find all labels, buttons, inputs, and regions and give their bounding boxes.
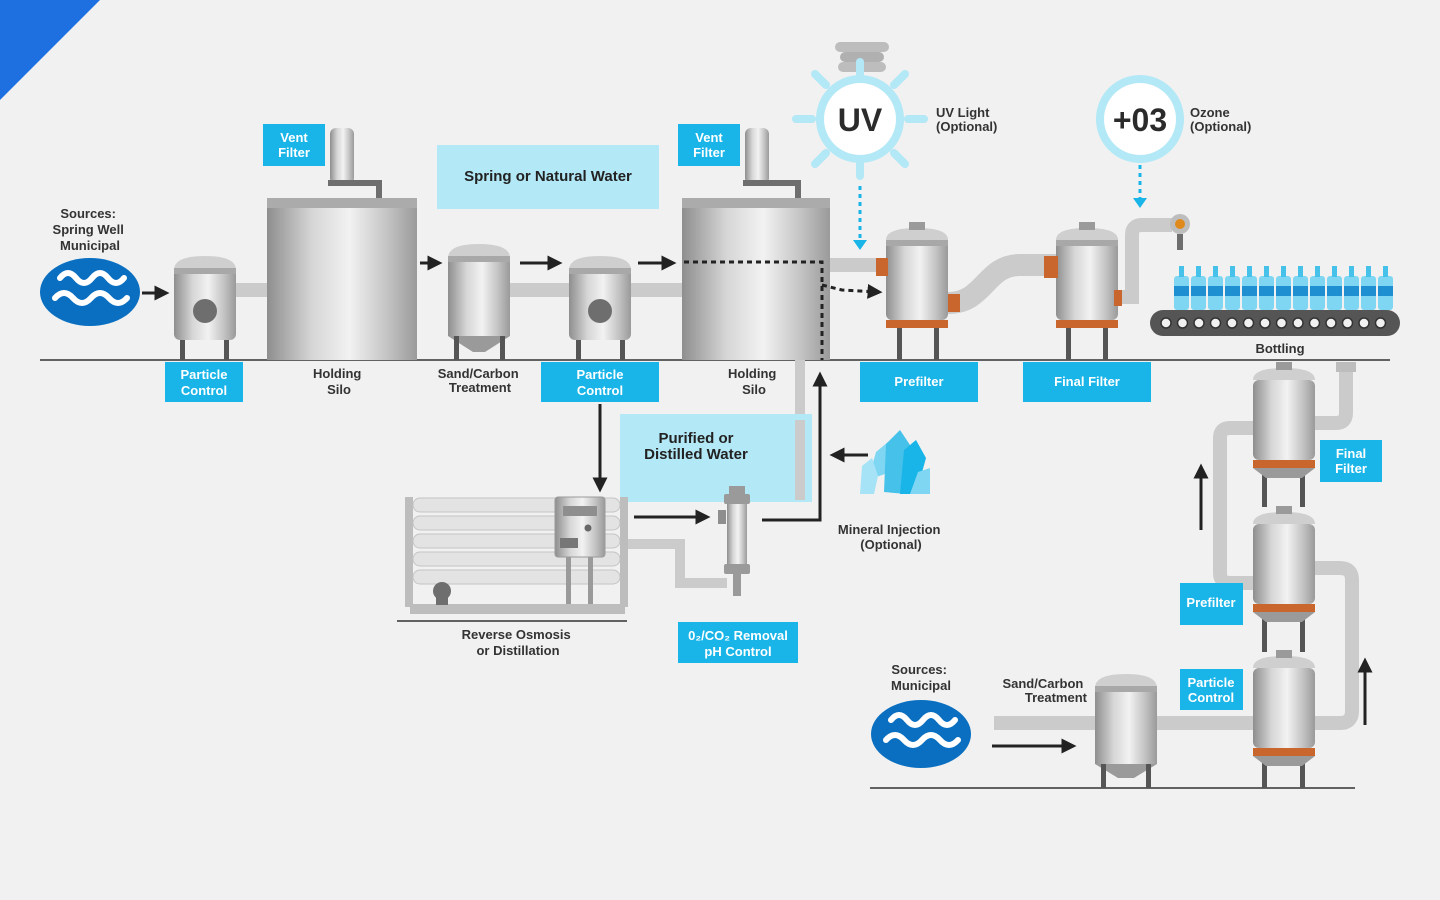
sand-carbon-2-label: Sand/Carbon Treatment bbox=[1002, 676, 1087, 705]
purified-return-pipe bbox=[795, 420, 805, 500]
bottle bbox=[1327, 266, 1342, 310]
prefilter-tank-right bbox=[1253, 506, 1315, 652]
reverse-osmosis-unit bbox=[405, 496, 628, 614]
holding-silo-2-label: Holding Silo bbox=[728, 366, 780, 397]
ozone-note: Ozone (Optional) bbox=[1190, 105, 1251, 134]
conveyor-roller bbox=[1193, 317, 1205, 329]
bottle bbox=[1259, 266, 1274, 310]
ozone-icon bbox=[1096, 75, 1184, 163]
uv-text: UV bbox=[838, 102, 883, 138]
conveyor-roller bbox=[1226, 317, 1238, 329]
flow-arrow-up-silo bbox=[762, 371, 828, 522]
final-filter-tank-right bbox=[1253, 362, 1315, 507]
bottle bbox=[1242, 266, 1257, 310]
prefilter-tag-right: Prefilter bbox=[1180, 583, 1243, 625]
uv-lamp-icon bbox=[792, 42, 928, 180]
sand-carbon-tank-2 bbox=[1095, 674, 1157, 788]
dotted-flow-line bbox=[684, 260, 824, 360]
conveyor-roller bbox=[1275, 317, 1288, 329]
conveyor-roller bbox=[1325, 317, 1337, 329]
conveyor-roller bbox=[1259, 317, 1271, 329]
bottle bbox=[1378, 266, 1393, 310]
bottling-feed-pipe-cap bbox=[1336, 362, 1356, 372]
conveyor-roller bbox=[1292, 317, 1304, 329]
spring-source-icon bbox=[40, 258, 140, 326]
final-filter-tank-top bbox=[1044, 222, 1122, 360]
conveyor-belt bbox=[1150, 310, 1400, 336]
bottle bbox=[1344, 266, 1359, 310]
svg-text:Prefilter: Prefilter bbox=[1186, 595, 1235, 610]
mineral-crystal-icon bbox=[860, 430, 930, 494]
holding-silo-2 bbox=[682, 128, 830, 360]
conveyor-roller bbox=[1341, 317, 1354, 329]
co2-removal-column bbox=[718, 486, 750, 596]
ozone-arrow-head bbox=[1133, 198, 1147, 208]
uv-arrow-head bbox=[853, 240, 867, 250]
holding-silo-1-label: Holding Silo bbox=[313, 366, 365, 397]
dotted-flow-arrow bbox=[821, 283, 883, 299]
reverse-osmosis-label: Reverse Osmosis or Distillation bbox=[462, 627, 575, 658]
bottle bbox=[1293, 266, 1308, 310]
bottle bbox=[1361, 266, 1376, 310]
conveyor-roller bbox=[1242, 317, 1255, 329]
bottles-row bbox=[1174, 266, 1393, 310]
bottle bbox=[1276, 266, 1291, 310]
conveyor-roller bbox=[1374, 317, 1387, 329]
ozone-text: +03 bbox=[1113, 102, 1167, 138]
prefilter-tank-top bbox=[876, 222, 960, 360]
holding-silo-1 bbox=[267, 128, 417, 360]
conveyor-roller bbox=[1176, 317, 1189, 329]
bottle bbox=[1174, 266, 1189, 310]
final-filter-tag-top: Final Filter bbox=[1023, 362, 1151, 402]
conveyor-roller bbox=[1209, 317, 1222, 329]
particle-control-tank-3 bbox=[1253, 650, 1315, 788]
particle-control-tank-2 bbox=[569, 256, 631, 360]
bottling-label: Bottling bbox=[1255, 341, 1304, 356]
municipal-sources-label: Sources: Municipal bbox=[891, 662, 951, 693]
mineral-injection-label: Mineral Injection (Optional) bbox=[838, 522, 944, 552]
svg-text:Prefilter: Prefilter bbox=[894, 374, 943, 389]
spring-sources-label: Sources: Spring Well Municipal bbox=[53, 206, 128, 253]
sand-carbon-tank-1 bbox=[448, 244, 510, 360]
filler-nozzle bbox=[1170, 214, 1190, 250]
bottle bbox=[1191, 266, 1206, 310]
bottle bbox=[1225, 266, 1240, 310]
conveyor-roller bbox=[1358, 317, 1370, 329]
bottle bbox=[1208, 266, 1223, 310]
particle-control-tank-1 bbox=[174, 256, 236, 360]
spring-water-panel: Spring or Natural Water bbox=[437, 145, 659, 209]
corner-accent bbox=[0, 0, 100, 100]
uv-note: UV Light (Optional) bbox=[936, 105, 997, 134]
sand-carbon-1-label: Sand/Carbon Treatment bbox=[438, 366, 523, 395]
conveyor-roller bbox=[1160, 317, 1172, 329]
municipal-source-icon bbox=[871, 700, 971, 768]
prefilter-tag-top: Prefilter bbox=[860, 362, 978, 402]
svg-text:Spring or Natural Water: Spring or Natural Water bbox=[464, 168, 632, 185]
conveyor-roller bbox=[1308, 317, 1321, 329]
svg-text:Final Filter: Final Filter bbox=[1054, 374, 1120, 389]
bottle bbox=[1310, 266, 1325, 310]
